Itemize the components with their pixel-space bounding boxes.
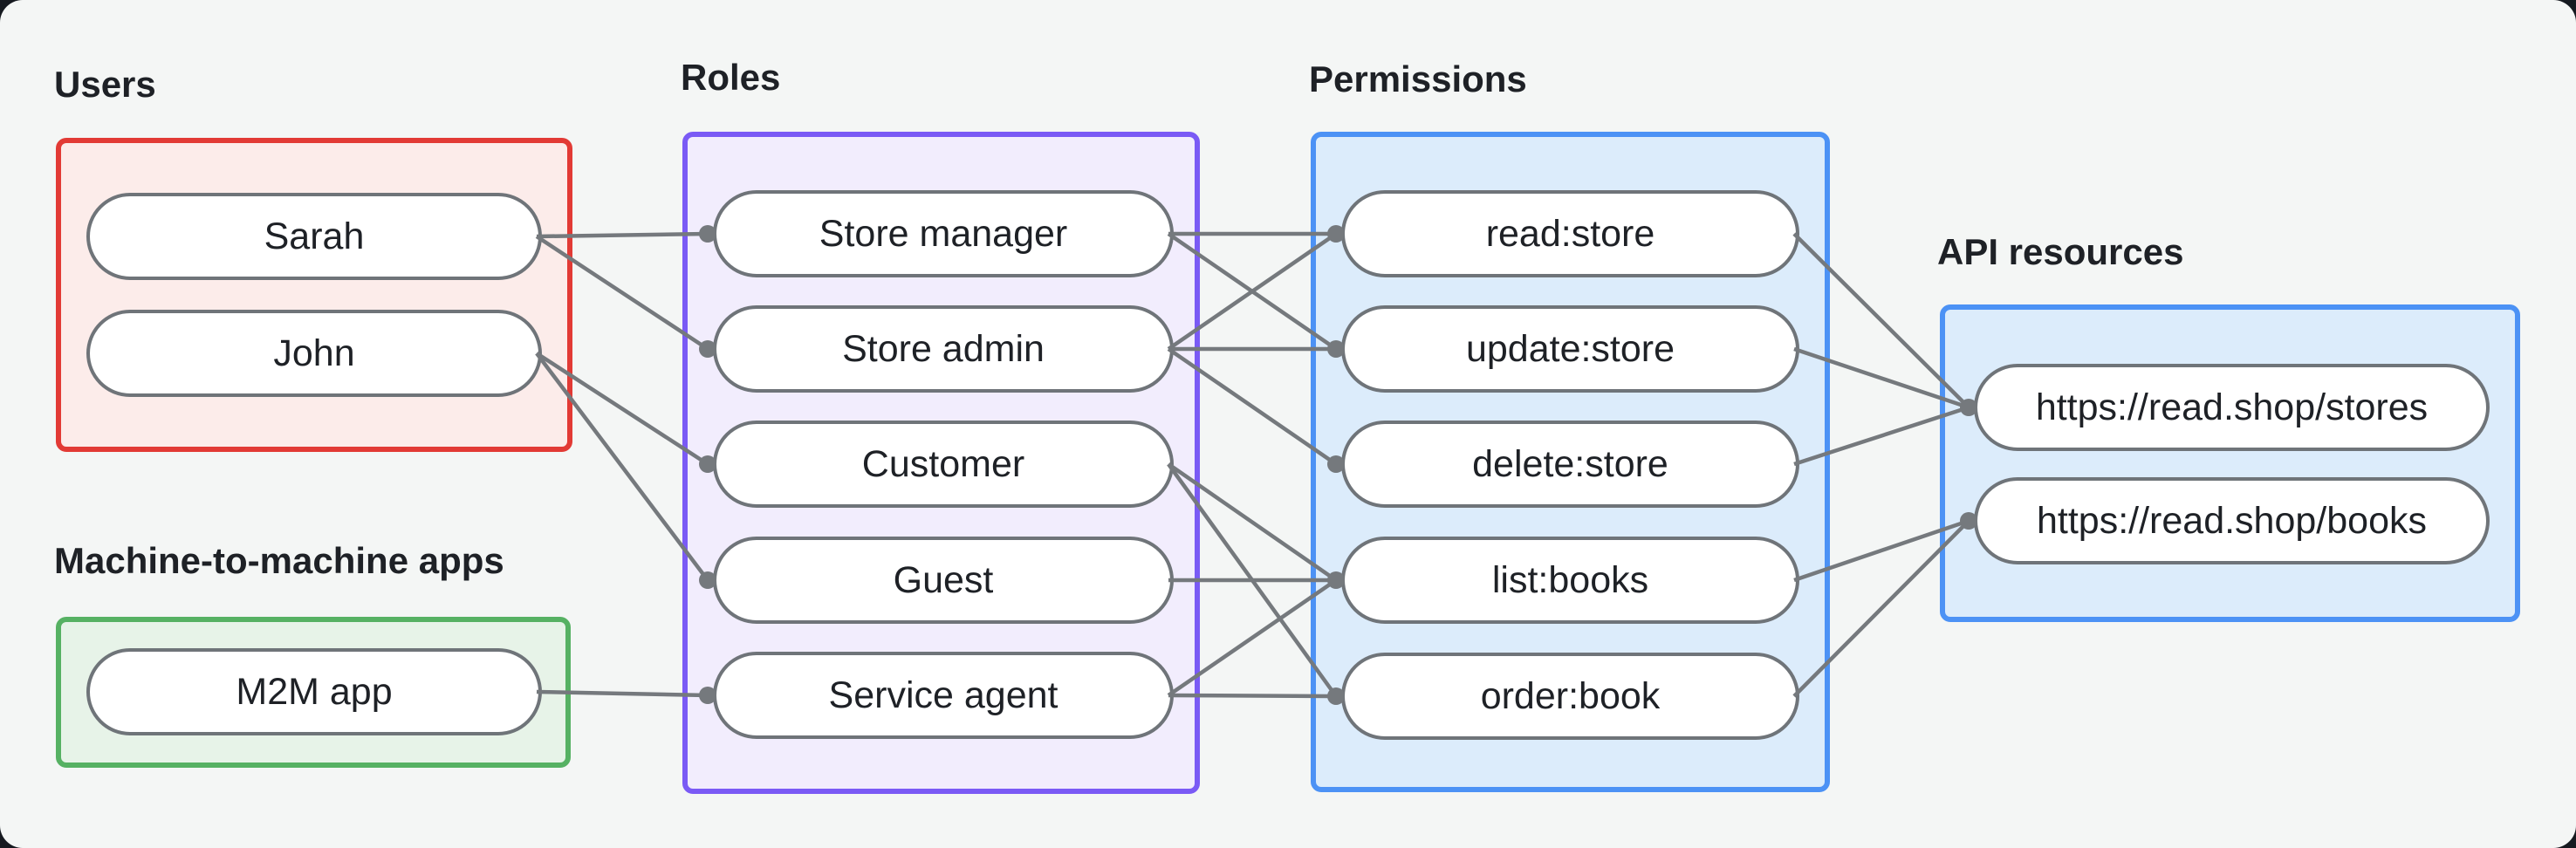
node-sarah: Sarah bbox=[86, 193, 542, 280]
node-list-books: list:books bbox=[1341, 537, 1799, 624]
node-delete-store: delete:store bbox=[1341, 421, 1799, 508]
node-order-book: order:book bbox=[1341, 653, 1799, 740]
group-label-permissions: Permissions bbox=[1309, 58, 1527, 99]
node-label-guest: Guest bbox=[893, 558, 994, 601]
node-m2m-app: M2M app bbox=[86, 648, 542, 735]
node-label-books: https://read.shop/books bbox=[2036, 499, 2427, 542]
node-service-agent: Service agent bbox=[713, 652, 1174, 739]
node-books: https://read.shop/books bbox=[1974, 477, 2490, 564]
node-label-update-store: update:store bbox=[1465, 327, 1675, 370]
group-label-roles: Roles bbox=[681, 57, 781, 98]
node-label-sarah: Sarah bbox=[264, 215, 365, 257]
node-store-manager: Store manager bbox=[713, 190, 1174, 277]
node-label-john: John bbox=[273, 332, 355, 374]
group-label-api-resources: API resources bbox=[1937, 231, 2184, 272]
node-label-store-manager: Store manager bbox=[819, 212, 1068, 255]
node-label-read-store: read:store bbox=[1485, 212, 1655, 255]
group-box-api-resources bbox=[1940, 304, 2520, 622]
node-update-store: update:store bbox=[1341, 305, 1799, 393]
node-stores: https://read.shop/stores bbox=[1974, 364, 2490, 451]
node-label-customer: Customer bbox=[861, 442, 1025, 485]
node-customer: Customer bbox=[713, 421, 1174, 508]
group-box-users bbox=[56, 138, 572, 452]
node-label-order-book: order:book bbox=[1480, 674, 1661, 717]
node-label-stores: https://read.shop/stores bbox=[2035, 386, 2429, 428]
group-label-m2m-apps: Machine-to-machine apps bbox=[54, 540, 504, 581]
node-label-list-books: list:books bbox=[1491, 558, 1649, 601]
node-read-store: read:store bbox=[1341, 190, 1799, 277]
group-label-users: Users bbox=[54, 64, 156, 105]
node-john: John bbox=[86, 310, 542, 397]
node-guest: Guest bbox=[713, 537, 1174, 624]
node-label-m2m-app: M2M app bbox=[236, 670, 393, 713]
node-store-admin: Store admin bbox=[713, 305, 1174, 393]
node-label-service-agent: Service agent bbox=[828, 674, 1058, 716]
node-label-delete-store: delete:store bbox=[1472, 442, 1668, 485]
node-label-store-admin: Store admin bbox=[842, 327, 1045, 370]
